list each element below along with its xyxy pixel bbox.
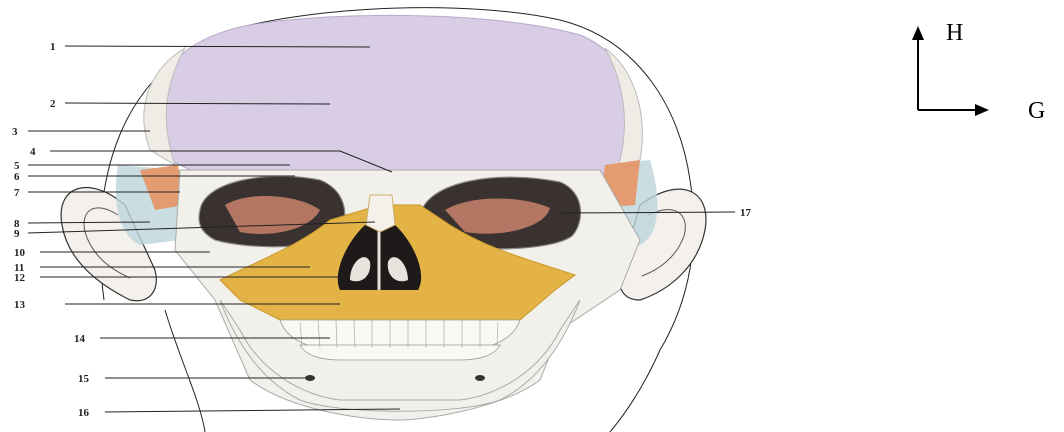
label-9: 9 [14,228,20,240]
mental-foramen-left [305,375,315,381]
label-1: 1 [50,41,56,53]
axis-label-up: H [946,20,963,46]
label-13: 13 [14,299,26,311]
label-14: 14 [74,333,86,345]
label-6: 6 [14,171,20,183]
label-12: 12 [14,272,26,284]
orientation-indicator: H G [912,20,1045,124]
up-arrow-icon [912,26,924,40]
label-7: 7 [14,187,20,199]
frontal-bone [148,15,641,190]
label-4: 4 [30,146,36,158]
upper-teeth [280,320,520,348]
label-17: 17 [740,207,752,219]
neck-left-outline [165,310,205,432]
nasal-bones [366,195,395,232]
label-3: 3 [12,126,18,138]
label-10: 10 [14,247,26,259]
label-15: 15 [78,373,90,385]
lower-teeth [300,345,500,360]
right-arrow-icon [975,104,989,116]
label-2: 2 [50,98,56,110]
axis-label-right: G [1028,98,1045,124]
label-16: 16 [78,407,90,419]
mental-foramen-right [475,375,485,381]
